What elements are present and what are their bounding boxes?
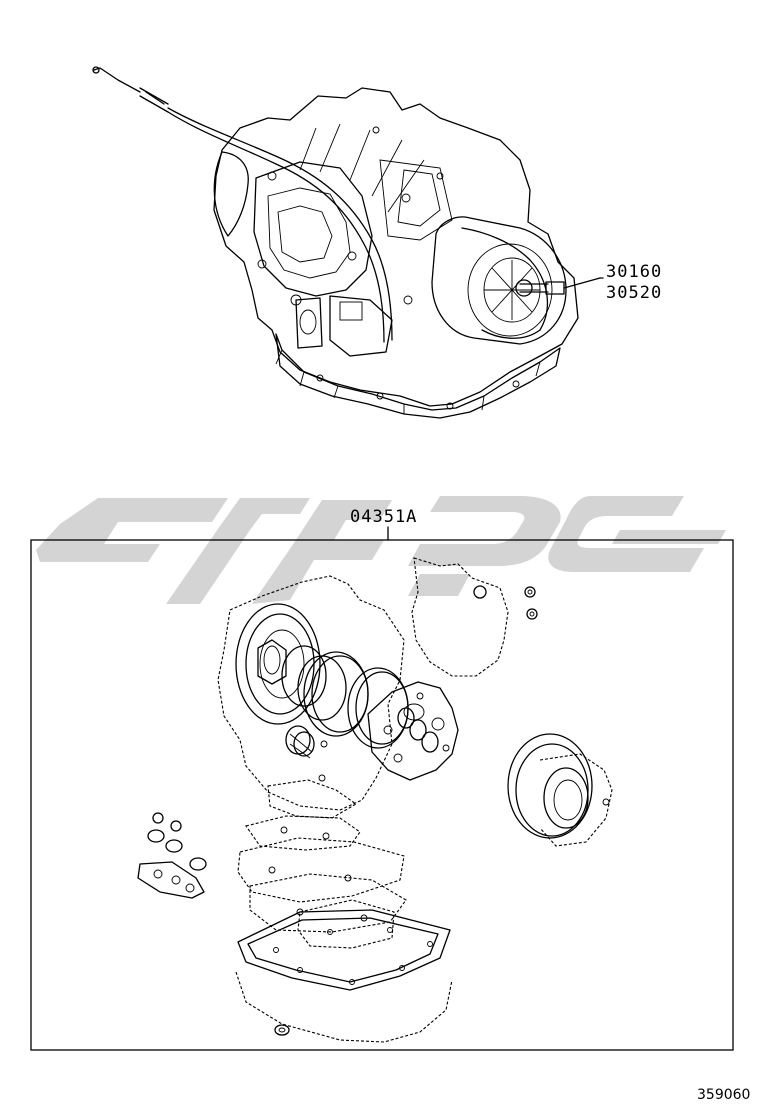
gasket-kit-parts — [137, 557, 613, 1043]
callout-part-2: 30520 — [606, 283, 663, 303]
figure-id: 359060 — [697, 1087, 751, 1103]
watermark-logo — [36, 496, 726, 604]
callout-part-1: 30160 — [606, 262, 663, 282]
gasket-kit-frame — [30, 526, 734, 1051]
transaxle-assembly-illustration — [92, 66, 601, 419]
callout-kit: 04351A — [350, 507, 418, 527]
